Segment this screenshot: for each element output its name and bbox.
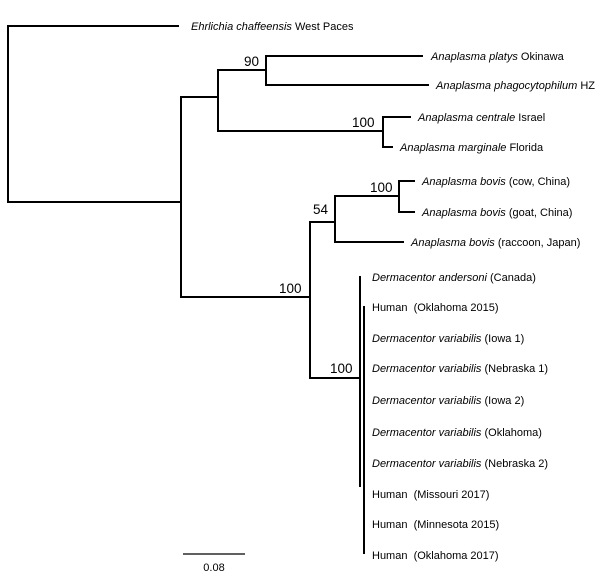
taxon-label-platys: Anaplasma platys Okinawa (430, 51, 565, 63)
taxon-label-dv-iowa-1: Dermacentor variabilis (Iowa 1) (372, 333, 524, 345)
taxon-label-marginale: Anaplasma marginale Florida (399, 142, 544, 154)
taxon-label-dv-nebraska-2: Dermacentor variabilis (Nebraska 2) (372, 458, 548, 470)
scale-bar-label: 0.08 (203, 562, 224, 574)
taxon-label-human-missouri-2017: Human (Missouri 2017) (372, 489, 489, 501)
taxon-label-phagocytophilum: Anaplasma phagocytophilum HZ (435, 80, 595, 92)
taxon-label-bovis-goat: Anaplasma bovis (goat, China) (421, 207, 572, 219)
taxon-label-dv-nebraska-1: Dermacentor variabilis (Nebraska 1) (372, 363, 548, 375)
bootstrap-platys-phago: 90 (244, 54, 259, 69)
taxon-label-d-andersoni: Dermacentor andersoni (Canada) (372, 272, 536, 284)
taxon-label-centrale: Anaplasma centrale Israel (417, 112, 545, 124)
bootstrap-bovis-cow-goat: 100 (370, 180, 393, 195)
taxon-label-human-minnesota-2015: Human (Minnesota 2015) (372, 519, 499, 531)
bootstrap-dermacentor-clade: 100 (330, 361, 353, 376)
taxon-label-bovis-raccoon: Anaplasma bovis (raccoon, Japan) (410, 237, 580, 249)
bootstrap-bovis-dermacentor: 100 (279, 281, 302, 296)
taxon-label-dv-iowa-2: Dermacentor variabilis (Iowa 2) (372, 395, 524, 407)
tree-branches (7, 25, 429, 554)
taxon-label-bovis-cow: Anaplasma bovis (cow, China) (421, 176, 570, 188)
bootstrap-bovis-clade: 54 (313, 202, 329, 217)
taxon-label-dv-oklahoma: Dermacentor variabilis (Oklahoma) (372, 427, 542, 439)
scale-bar: 0.08 (183, 553, 245, 574)
taxon-label-human-oklahoma-2017: Human (Oklahoma 2017) (372, 550, 499, 562)
taxon-label-human-oklahoma-2015: Human (Oklahoma 2015) (372, 302, 499, 314)
taxon-label-ehrlichia: Ehrlichia chaffeensis West Paces (191, 21, 354, 33)
leaf-labels: Ehrlichia chaffeensis West Paces Anaplas… (191, 21, 595, 562)
bootstrap-values: 90 100 100 54 100 100 (244, 54, 393, 376)
bootstrap-centrale-marginale: 100 (352, 115, 375, 130)
